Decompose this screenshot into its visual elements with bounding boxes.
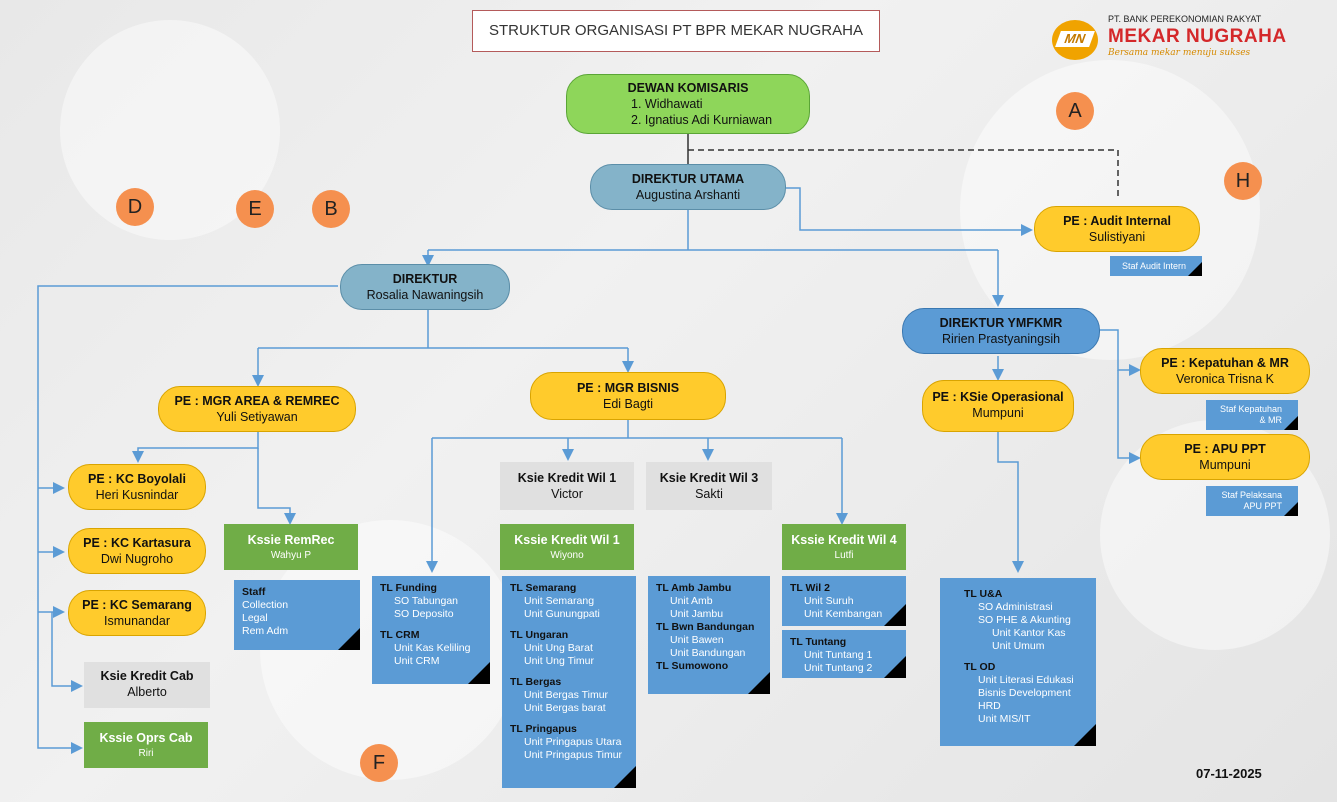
- badge-a: A: [1056, 92, 1094, 130]
- staf-kepatuhan-box: Staf Kepatuhan& MR: [1206, 400, 1298, 430]
- mgr-area-name: Yuli Setiyawan: [216, 410, 298, 424]
- apu-ppt-box: PE : APU PPT Mumpuni: [1140, 434, 1310, 480]
- ops-units-list: TL U&A SO Administrasi SO PHE & Akunting…: [940, 578, 1096, 746]
- direktur-name: Rosalia Nawaningsih: [366, 288, 484, 302]
- logo-mark-icon: MN: [1052, 20, 1098, 60]
- logo-tagline: Bersama mekar menuju sukses: [1108, 48, 1251, 58]
- apu-ppt-name: Mumpuni: [1199, 458, 1251, 472]
- chart-date: 07-11-2025: [1196, 766, 1262, 781]
- wil3-units-list: TL Amb Jambu Unit Amb Unit Jambu TL Bwn …: [648, 576, 770, 694]
- line-komisaris-audit: [688, 149, 1119, 200]
- ksie-operasional-name: Mumpuni: [972, 406, 1024, 420]
- direktur-box: DIREKTUR Rosalia Nawaningsih: [340, 264, 510, 310]
- ksie-operasional-box: PE : KSie Operasional Mumpuni: [922, 380, 1074, 432]
- logo-company-small: PT. BANK PEREKONOMIAN RAKYAT: [1108, 14, 1262, 24]
- kepatuhan-mr-box: PE : Kepatuhan & MR Veronica Trisna K: [1140, 348, 1310, 394]
- company-logo: MN PT. BANK PEREKONOMIAN RAKYAT MEKAR NU…: [1052, 12, 1312, 62]
- line-dirut-audit: [786, 187, 1033, 236]
- line-to-apu: [1117, 370, 1141, 464]
- line-to-kepatuhan: [1100, 329, 1141, 376]
- komisaris-member-1: 1. Widhawati: [631, 97, 703, 111]
- wil4-tuntang-list: TL Tuntang Unit Tuntang 1 Unit Tuntang 2: [782, 630, 906, 678]
- kepatuhan-mr-name: Veronica Trisna K: [1176, 372, 1274, 386]
- chart-title: STRUKTUR ORGANISASI PT BPR MEKAR NUGRAHA: [472, 10, 880, 52]
- badge-e: E: [236, 190, 274, 228]
- logo-company-name: MEKAR NUGRAHA: [1108, 26, 1287, 47]
- line-direktur-left: [37, 285, 338, 754]
- staf-audit-box: Staf Audit Intern: [1110, 256, 1202, 276]
- remrec-staff-list: Staff Collection Legal Rem Adm: [234, 580, 360, 650]
- wil4-wil2-list: TL Wil 2 Unit Suruh Unit Kembangan: [782, 576, 906, 626]
- line-to-kredit-cab: [51, 612, 83, 692]
- direktur-utama-box: DIREKTUR UTAMA Augustina Arshanti: [590, 164, 786, 210]
- audit-internal-name: Sulistiyani: [1088, 230, 1146, 244]
- direktur-ymfkmr-box: DIREKTUR YMFKMR Ririen Prastyaningsih: [902, 308, 1100, 354]
- badge-f: F: [360, 744, 398, 782]
- badge-h: H: [1224, 162, 1262, 200]
- direktur-ymfkmr-name: Ririen Prastyaningsih: [941, 332, 1061, 346]
- komisaris-member-2: 2. Ignatius Adi Kurniawan: [631, 113, 773, 127]
- badge-b: B: [312, 190, 350, 228]
- wil1-units-list: TL Semarang Unit Semarang Unit Gunungpat…: [502, 576, 636, 788]
- line-to-remrec: [257, 448, 296, 525]
- direktur-utama-name: Augustina Arshanti: [635, 188, 741, 202]
- line-to-ops-units: [997, 432, 1024, 573]
- badge-d: D: [116, 188, 154, 226]
- mgr-bisnis-box: PE : MGR BISNIS Edi Bagti: [530, 372, 726, 420]
- mgr-bisnis-name: Edi Bagti: [602, 397, 654, 411]
- funding-crm-list: TL Funding SO Tabungan SO Deposito TL CR…: [372, 576, 490, 684]
- mgr-area-box: PE : MGR AREA & REMREC Yuli Setiyawan: [158, 386, 356, 432]
- line-to-kc: [132, 430, 259, 463]
- audit-internal-box: PE : Audit Internal Sulistiyani: [1034, 206, 1200, 252]
- dewan-komisaris-box: DEWAN KOMISARIS 1. Widhawati 2. Ignatius…: [566, 74, 810, 134]
